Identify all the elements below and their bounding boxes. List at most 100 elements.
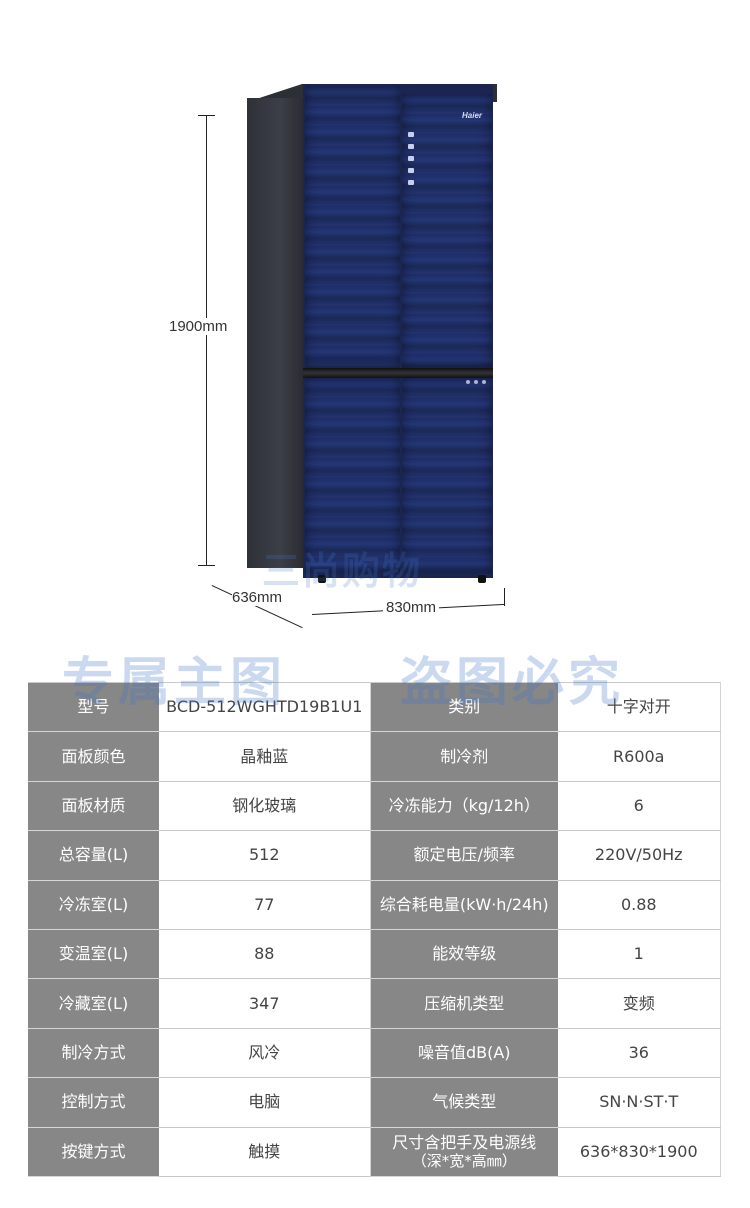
spec-label: 类别: [370, 681, 558, 733]
fridge-side-panel: [247, 98, 303, 568]
spec-value-text: 77: [254, 894, 275, 914]
spec-value: 1: [558, 929, 721, 980]
spec-label: 冷冻能力（kg/12h）: [370, 781, 558, 832]
spec-row: 面板材质 钢化玻璃冷冻能力（kg/12h） 6: [28, 781, 721, 832]
spec-row: 制冷方式 风冷 噪音值dB(A) 36: [28, 1028, 721, 1079]
spec-label: 制冷方式: [28, 1028, 159, 1079]
spec-label-text: 综合耗电量(kW·h/24h): [379, 894, 549, 914]
control-panel-icon: [408, 180, 414, 185]
spec-label-text: 冷冻室(L): [58, 894, 129, 914]
height-dimension-bottom-cap: [198, 565, 215, 566]
spec-value: 变频: [558, 978, 721, 1029]
spec-value: 十字对开: [558, 681, 721, 733]
indicator-light: [474, 380, 478, 384]
spec-label: 尺寸含把手及电源线（深*宽*高㎜）: [370, 1127, 558, 1177]
watermark-center: 三尚购物: [262, 549, 423, 593]
height-dimension-line: [206, 115, 207, 565]
spec-label-text: 冷藏室(L): [58, 993, 129, 1013]
spec-row: 控制方式 电脑 气候类型 SN·N·ST·T: [28, 1077, 721, 1128]
spec-label-text: 控制方式: [61, 1092, 126, 1112]
spec-label: 控制方式: [28, 1077, 159, 1128]
spec-label-text: 冷冻能力（kg/12h）: [388, 795, 540, 815]
spec-label-text: 气候类型: [432, 1092, 497, 1112]
spec-label: 按键方式: [28, 1127, 159, 1177]
spec-row: 变温室(L) 88 能效等级 1: [28, 929, 721, 980]
spec-value: 88: [159, 929, 371, 980]
spec-label: 制冷剂: [370, 731, 558, 782]
spec-value: R600a: [558, 731, 721, 782]
spec-table-body: 型号 BCD-512WGHTD19B1U1 类别 十字对开面板颜色 晶釉蓝 制冷剂 R600…: [28, 681, 721, 1177]
spec-value-text: 1: [633, 944, 644, 964]
depth-dimension-label: 636mm: [232, 589, 283, 606]
spec-value-text: 636*830*1900: [579, 1141, 698, 1161]
spec-value: 636*830*1900: [558, 1127, 721, 1177]
control-panel-icon: [408, 168, 414, 173]
control-panel-icon: [408, 156, 414, 161]
spec-label: 气候类型: [370, 1077, 558, 1128]
spec-value: 钢化玻璃: [159, 781, 371, 832]
fridge-foot: [318, 575, 326, 583]
indicator-light: [482, 380, 486, 384]
spec-value: 风冷: [159, 1028, 371, 1079]
spec-label: 冷冻室(L): [28, 880, 159, 930]
spec-value-text: 6: [633, 795, 644, 815]
spec-value-text: SN·N·ST·T: [599, 1092, 679, 1112]
spec-value-text: 88: [254, 944, 275, 964]
control-panel-icon: [408, 132, 414, 137]
spec-value-text: 十字对开: [606, 697, 671, 717]
spec-label: 压缩机类型: [370, 978, 558, 1029]
product-image: 1900mm 636mm 830mm Haier 三尚购物: [168, 84, 505, 629]
spec-value: 0.88: [558, 880, 721, 930]
height-dimension-top-cap: [198, 115, 215, 116]
spec-label: 变温室(L): [28, 929, 159, 980]
spec-table: 型号 BCD-512WGHTD19B1U1 类别 十字对开面板颜色 晶釉蓝 制冷剂 R600…: [28, 681, 721, 1177]
spec-value-text: 220V/50Hz: [594, 845, 683, 865]
spec-value-text: 347: [248, 993, 280, 1013]
spec-value-text: 晶釉蓝: [240, 746, 289, 766]
spec-label-text: 变温室(L): [58, 944, 129, 964]
width-dimension-right-cap: [504, 588, 505, 606]
fridge-door-top-left: [305, 86, 400, 368]
spec-label-text: 面板材质: [61, 795, 126, 815]
width-dimension-label: 830mm: [383, 599, 440, 616]
spec-value-text: 风冷: [248, 1042, 281, 1062]
spec-label: 面板颜色: [28, 731, 159, 782]
spec-label: 额定电压/频率: [370, 830, 558, 881]
spec-label-text: 制冷剂: [440, 746, 489, 766]
spec-value-text: BCD-512WGHTD19B1U1: [166, 697, 363, 717]
fridge-middle-handle: [303, 368, 493, 378]
brand-logo: Haier: [462, 111, 483, 120]
spec-label-text: 按键方式: [61, 1141, 126, 1161]
watermark-right: 盗图必究: [400, 653, 625, 713]
spec-label-text: 面板颜色: [61, 746, 126, 766]
spec-row: 按键方式 触摸 尺寸含把手及电源线（深*宽*高㎜） 636*830*1900: [28, 1127, 721, 1177]
spec-label-text: 额定电压/频率: [413, 845, 515, 865]
fridge-door-top-right: [402, 94, 492, 368]
spec-value-text: 电脑: [248, 1092, 281, 1112]
spec-value: 77: [159, 880, 371, 930]
fridge-foot: [478, 575, 486, 583]
spec-label: 冷藏室(L): [28, 978, 159, 1029]
spec-value: 触摸: [159, 1127, 371, 1177]
spec-row: 冷冻室(L) 77 综合耗电量(kW·h/24h) 0.88: [28, 880, 721, 930]
spec-label-text: 类别: [448, 697, 481, 717]
fridge-door-bottom-left: [305, 378, 400, 574]
spec-label-text: 噪音值dB(A): [417, 1042, 511, 1062]
spec-row: 面板颜色 晶釉蓝 制冷剂 R600a: [28, 731, 721, 782]
spec-label-text: 总容量(L): [58, 845, 129, 865]
spec-label: 型号: [28, 681, 159, 733]
spec-value-text: 触摸: [248, 1141, 281, 1161]
spec-value-text: 36: [628, 1042, 649, 1062]
spec-label: 面板材质: [28, 781, 159, 832]
control-panel-icon: [408, 144, 414, 149]
spec-label: 总容量(L): [28, 830, 159, 881]
watermark-left: 专属主图: [62, 653, 287, 713]
spec-label: 能效等级: [370, 929, 558, 980]
spec-value: SN·N·ST·T: [558, 1077, 721, 1128]
spec-value: 晶釉蓝: [159, 731, 371, 782]
spec-value: 36: [558, 1028, 721, 1079]
spec-label-text: 型号: [77, 697, 110, 717]
spec-value-text: 0.88: [620, 894, 657, 914]
spec-value: 347: [159, 978, 371, 1029]
